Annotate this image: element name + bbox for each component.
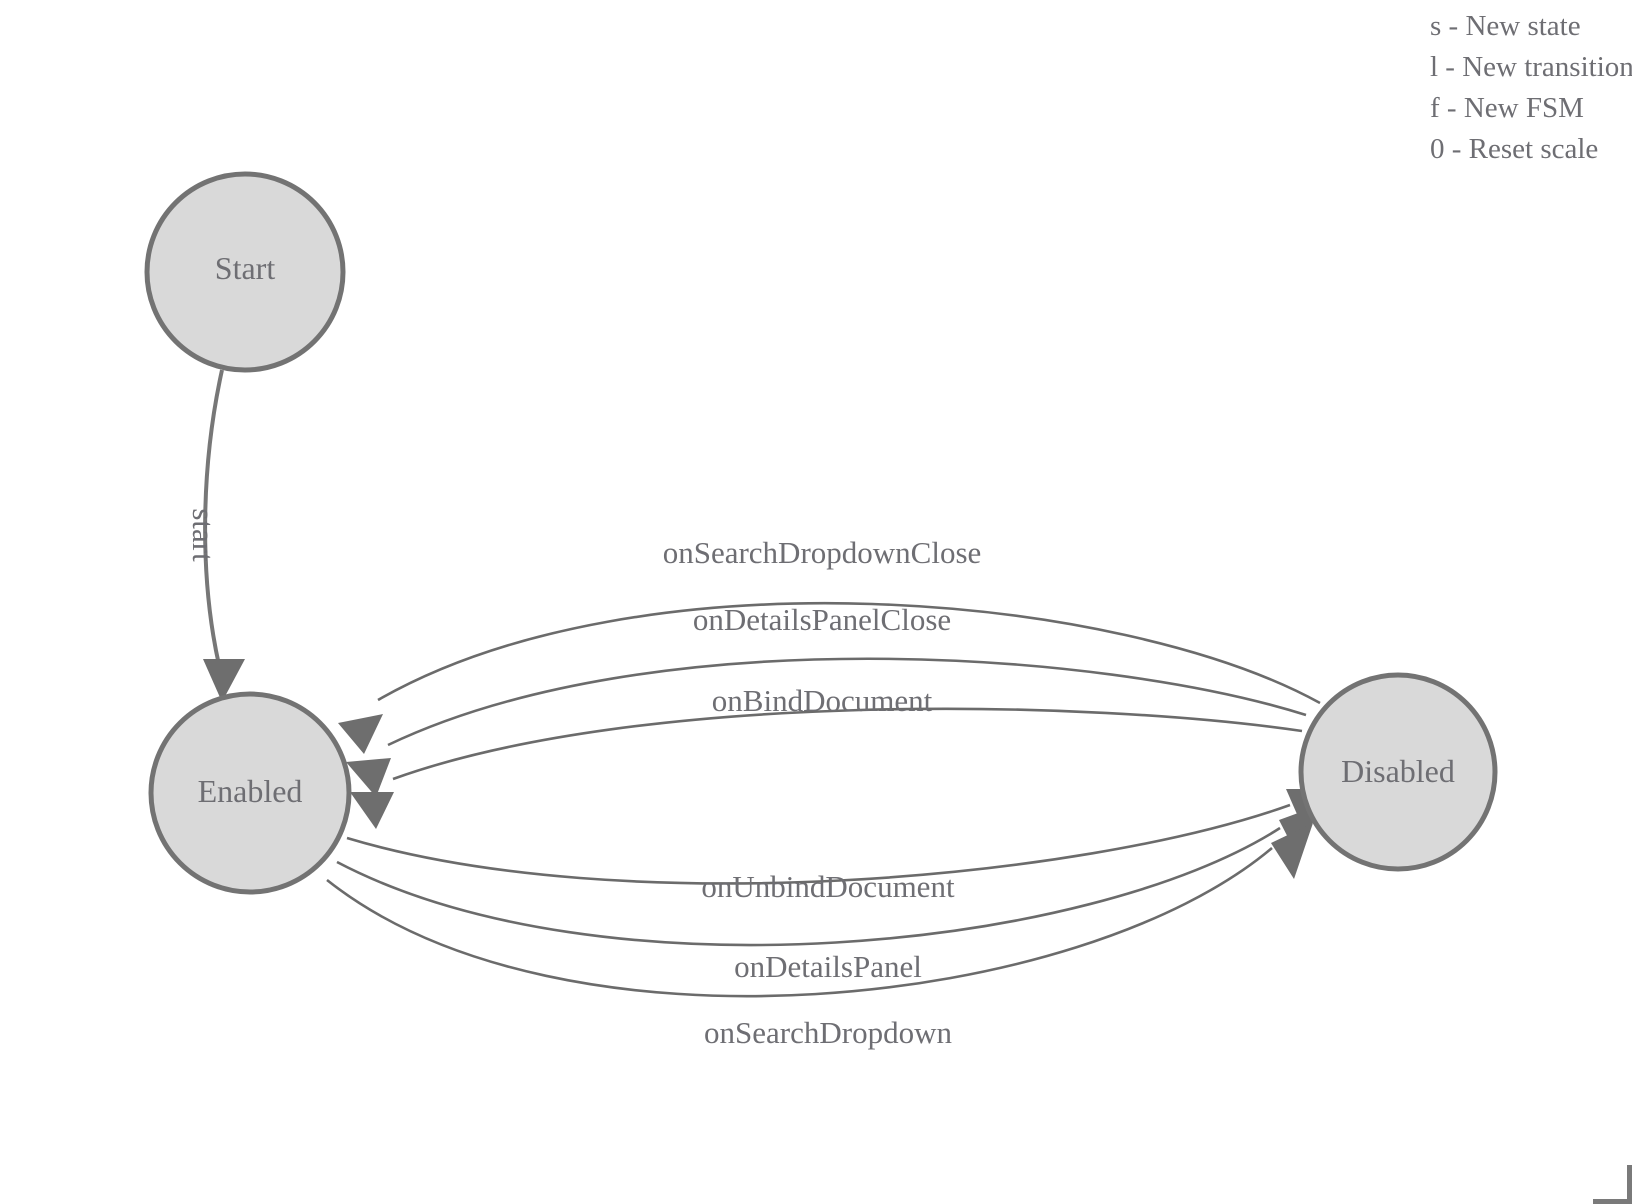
edge-path-e1: [377, 602, 1321, 705]
edge-label-start: start: [186, 508, 221, 562]
state-node-disabled[interactable]: Disabled: [1298, 672, 1498, 872]
state-label-start: Start: [215, 250, 276, 286]
edge-disabled-to-enabled-detailspanelclose[interactable]: [346, 657, 1307, 797]
edge-disabled-to-enabled-binddocument[interactable]: [350, 707, 1303, 829]
legend-line-reset-scale: 0 - Reset scale: [1430, 133, 1599, 165]
legend-line-new-state: s - New state: [1430, 10, 1581, 42]
edge-label-on-search-dropdown: onSearchDropdown: [704, 1015, 952, 1050]
arrow-head-e3: [350, 792, 394, 829]
edge-disabled-to-enabled-searchdropdownclose[interactable]: [338, 602, 1321, 754]
arrow-head-e2: [346, 758, 391, 797]
state-circle-enabled: [148, 691, 352, 895]
edge-path-start-enabled: [203, 369, 224, 666]
edge-start-to-enabled[interactable]: [203, 369, 245, 702]
edge-label-on-unbind-document: onUnbindDocument: [701, 869, 955, 904]
state-node-start[interactable]: Start: [144, 171, 346, 373]
arrow-head-e6: [1271, 823, 1313, 879]
edge-path-e4: [346, 803, 1291, 885]
panel-corner-fragment: [1593, 1165, 1632, 1204]
state-circle-disabled: [1298, 672, 1498, 872]
state-label-disabled: Disabled: [1341, 753, 1455, 789]
state-node-enabled[interactable]: Enabled: [148, 691, 352, 895]
legend-line-new-transition: l - New transition: [1430, 51, 1632, 83]
keyboard-shortcuts-legend: s - New state l - New transition f - New…: [1430, 0, 1632, 170]
legend-line-new-fsm: f - New FSM: [1430, 92, 1584, 124]
arrow-head-start-enabled: [203, 659, 245, 702]
edge-path-e2: [387, 657, 1307, 747]
edge-label-on-search-dropdown-close: onSearchDropdownClose: [663, 535, 982, 570]
edge-path-e5: [336, 826, 1281, 947]
edge-label-on-details-panel-close: onDetailsPanelClose: [693, 602, 951, 637]
arrow-head-e1: [338, 714, 383, 754]
edge-path-e6: [326, 847, 1273, 998]
state-label-enabled: Enabled: [198, 773, 303, 809]
edge-label-on-bind-document: onBindDocument: [712, 683, 933, 718]
state-circle-start: [144, 171, 346, 373]
edge-label-on-details-panel: onDetailsPanel: [734, 949, 922, 984]
edge-enabled-to-disabled-searchdropdown[interactable]: [326, 823, 1313, 998]
edge-path-e3: [392, 707, 1303, 781]
